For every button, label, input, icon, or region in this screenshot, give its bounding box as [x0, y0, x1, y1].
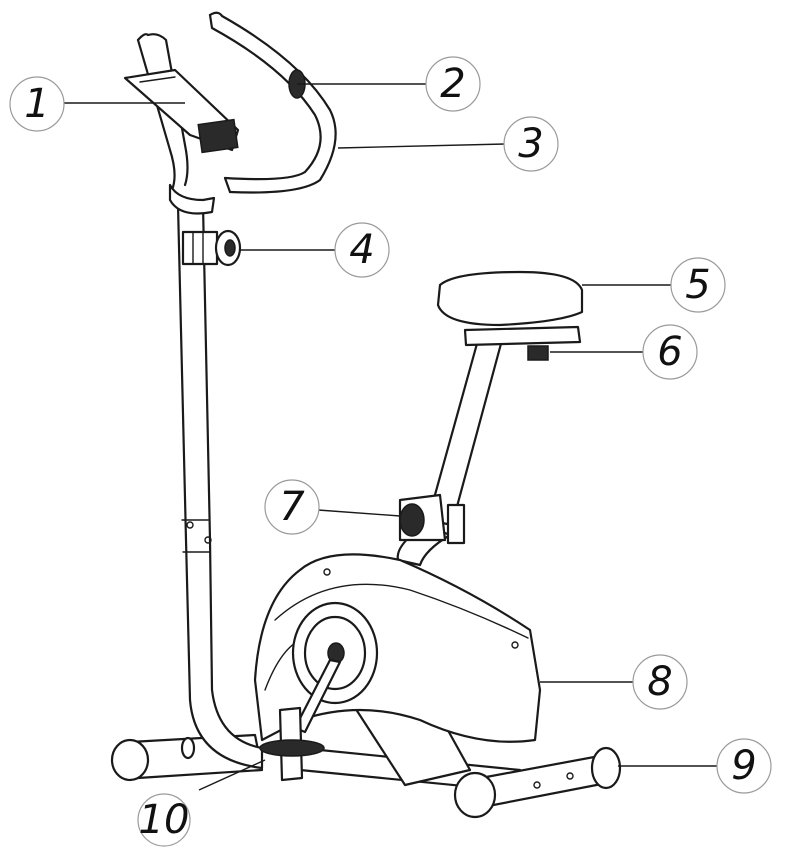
front-stabilizer: [453, 746, 622, 819]
callout-9-label: 9: [731, 743, 756, 789]
callout-10-label: 10: [139, 797, 190, 843]
callout-3: 3: [503, 116, 559, 172]
leader-lines: [63, 83, 718, 791]
callout-1: 1: [9, 76, 65, 132]
callout-5-label: 5: [685, 262, 710, 308]
seat-adjust-knob: [398, 493, 466, 545]
callout-7: 7: [264, 479, 320, 535]
callout-1-label: 1: [24, 81, 49, 127]
seat-assembly: [436, 270, 584, 361]
crank-and-pedal: [259, 658, 342, 782]
callout-2-label: 2: [440, 61, 465, 107]
flywheel-cover: [291, 601, 379, 705]
callout-5: 5: [670, 257, 726, 313]
callout-9: 9: [716, 738, 772, 794]
callout-3-label: 3: [518, 121, 543, 167]
front-post: [176, 203, 264, 770]
callout-7-label: 7: [279, 484, 305, 530]
callout-8: 8: [632, 654, 688, 710]
callout-8-label: 8: [647, 659, 672, 705]
callout-4: 4: [334, 222, 390, 278]
tension-knob: [181, 229, 242, 267]
callout-6: 6: [642, 324, 698, 380]
callout-6-label: 6: [657, 329, 682, 375]
callout-2: 2: [425, 56, 481, 112]
callout-4-label: 4: [349, 227, 374, 273]
callout-10: 10: [137, 793, 191, 847]
console: [123, 68, 240, 154]
